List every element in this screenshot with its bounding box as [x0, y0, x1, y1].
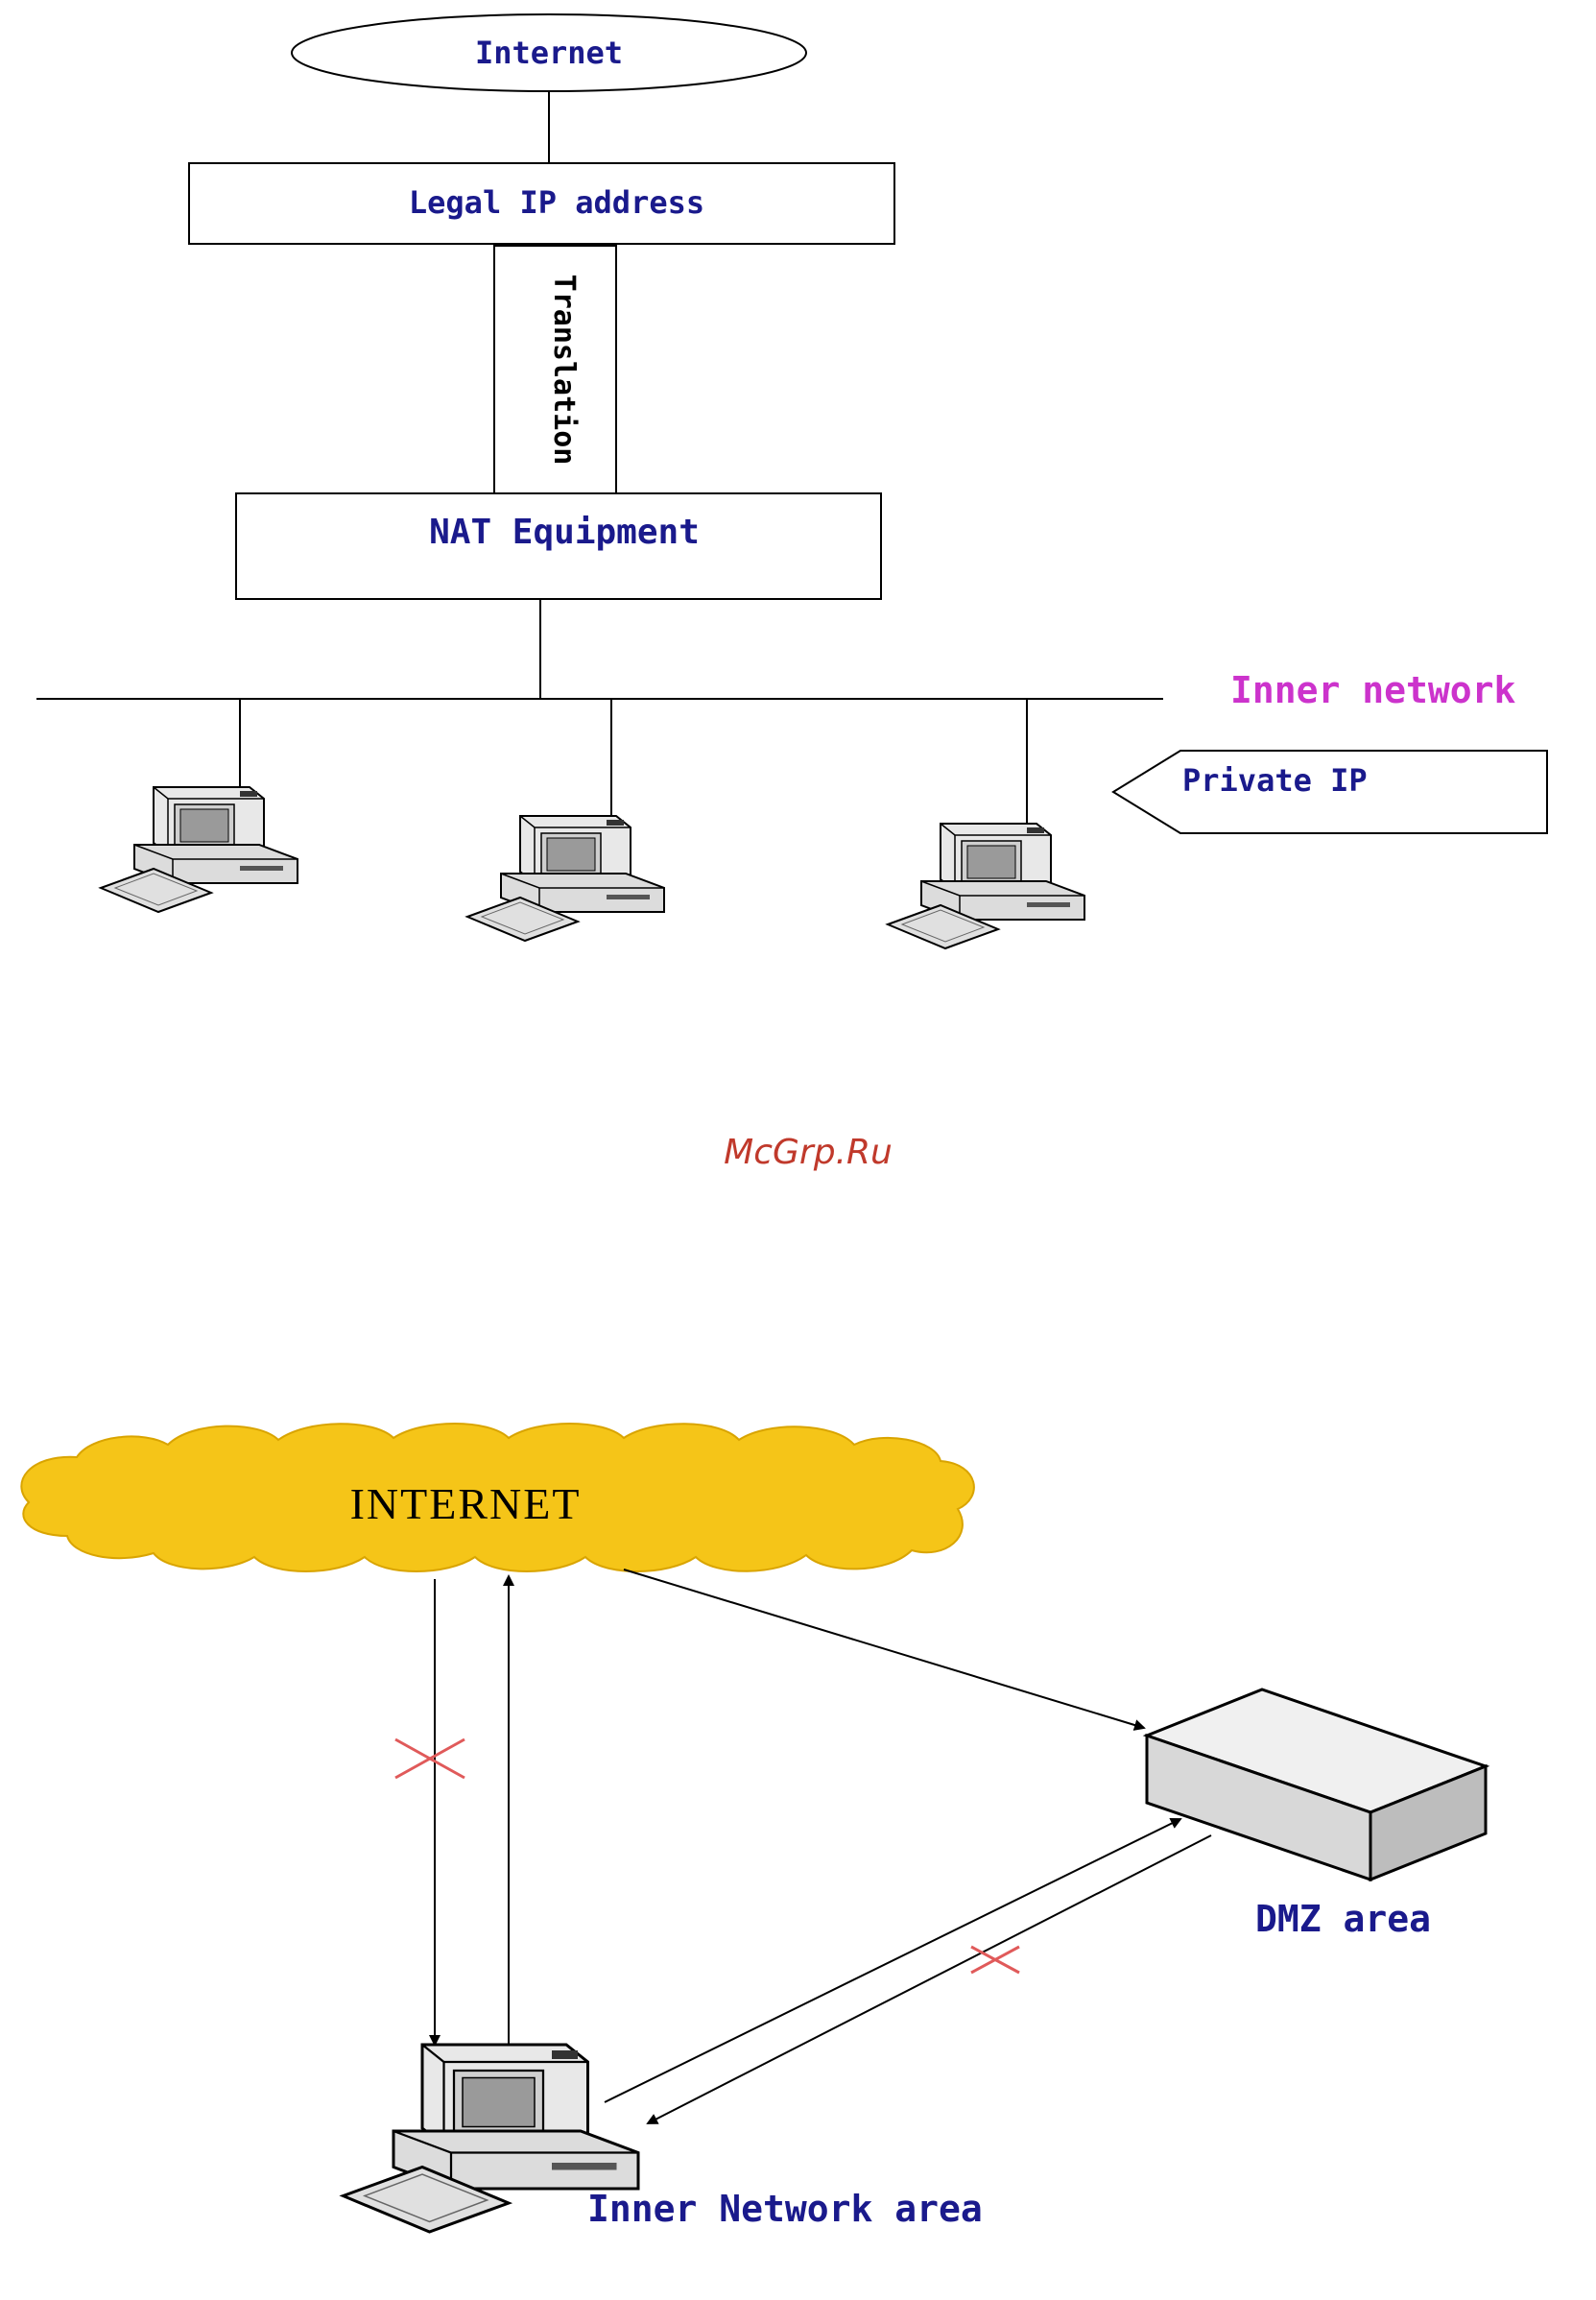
- computer-icon: [467, 816, 664, 941]
- dmz-label: DMZ area: [1255, 1898, 1431, 1940]
- inner-network-area-label: Inner Network area: [587, 2188, 983, 2230]
- internet-to-dmz-arrow: [624, 1569, 1144, 1728]
- dmz-server: [1147, 1689, 1486, 1880]
- dmz-diagram: INTERNET DMZ area Inner Network area: [21, 1424, 1486, 2232]
- inner-to-dmz-arrow: [605, 1819, 1180, 2102]
- computer-icon: [101, 787, 298, 912]
- translation-label: Translation: [547, 275, 581, 466]
- computer-icon: [888, 824, 1084, 948]
- blocked-internet-to-inner-marker: [395, 1739, 465, 1778]
- inner-network-label: Inner network: [1230, 669, 1516, 711]
- dmz-to-inner-arrow: [648, 1835, 1211, 2123]
- internet-label: Internet: [475, 35, 623, 71]
- private-ip-label: Private IP: [1182, 762, 1368, 799]
- blocked-dmz-to-inner-marker: [971, 1947, 1019, 1973]
- nat-diagram: Internet Legal IP address Translation NA…: [36, 14, 1547, 948]
- nat-equipment-label: NAT Equipment: [429, 513, 700, 552]
- legal-ip-label: Legal IP address: [409, 184, 704, 221]
- internet-cloud-label: INTERNET: [350, 1479, 582, 1528]
- watermark: McGrp.Ru: [724, 1133, 893, 1172]
